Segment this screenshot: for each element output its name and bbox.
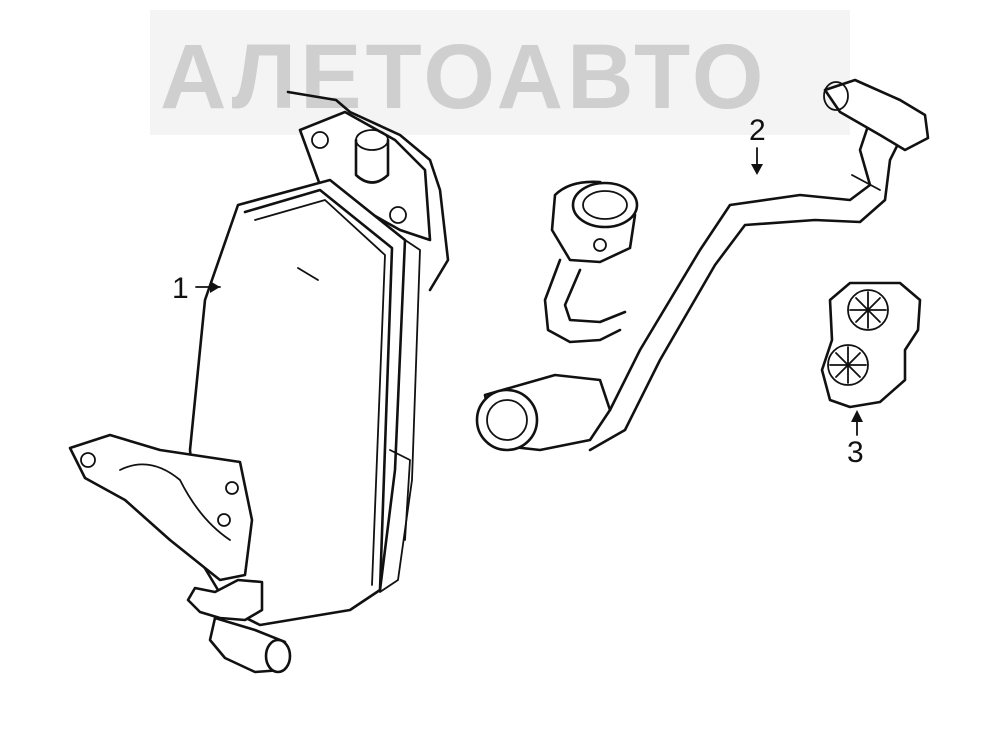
callout-3-number: 3: [847, 436, 864, 469]
part-2-hose-assembly: [475, 78, 930, 452]
callout-2: 2: [749, 114, 766, 175]
watermark-logo: АЛЕТОАВТО: [150, 10, 850, 135]
callout-3: 3: [847, 410, 864, 469]
part-3-hose-clip: [820, 281, 922, 409]
watermark-text: АЛЕТОАВТО: [160, 26, 768, 128]
part-1-oil-cooler: [68, 90, 450, 674]
callout-2-number: 2: [749, 114, 766, 147]
callout-1: 1: [172, 272, 221, 305]
callout-1-number: 1: [172, 272, 189, 305]
